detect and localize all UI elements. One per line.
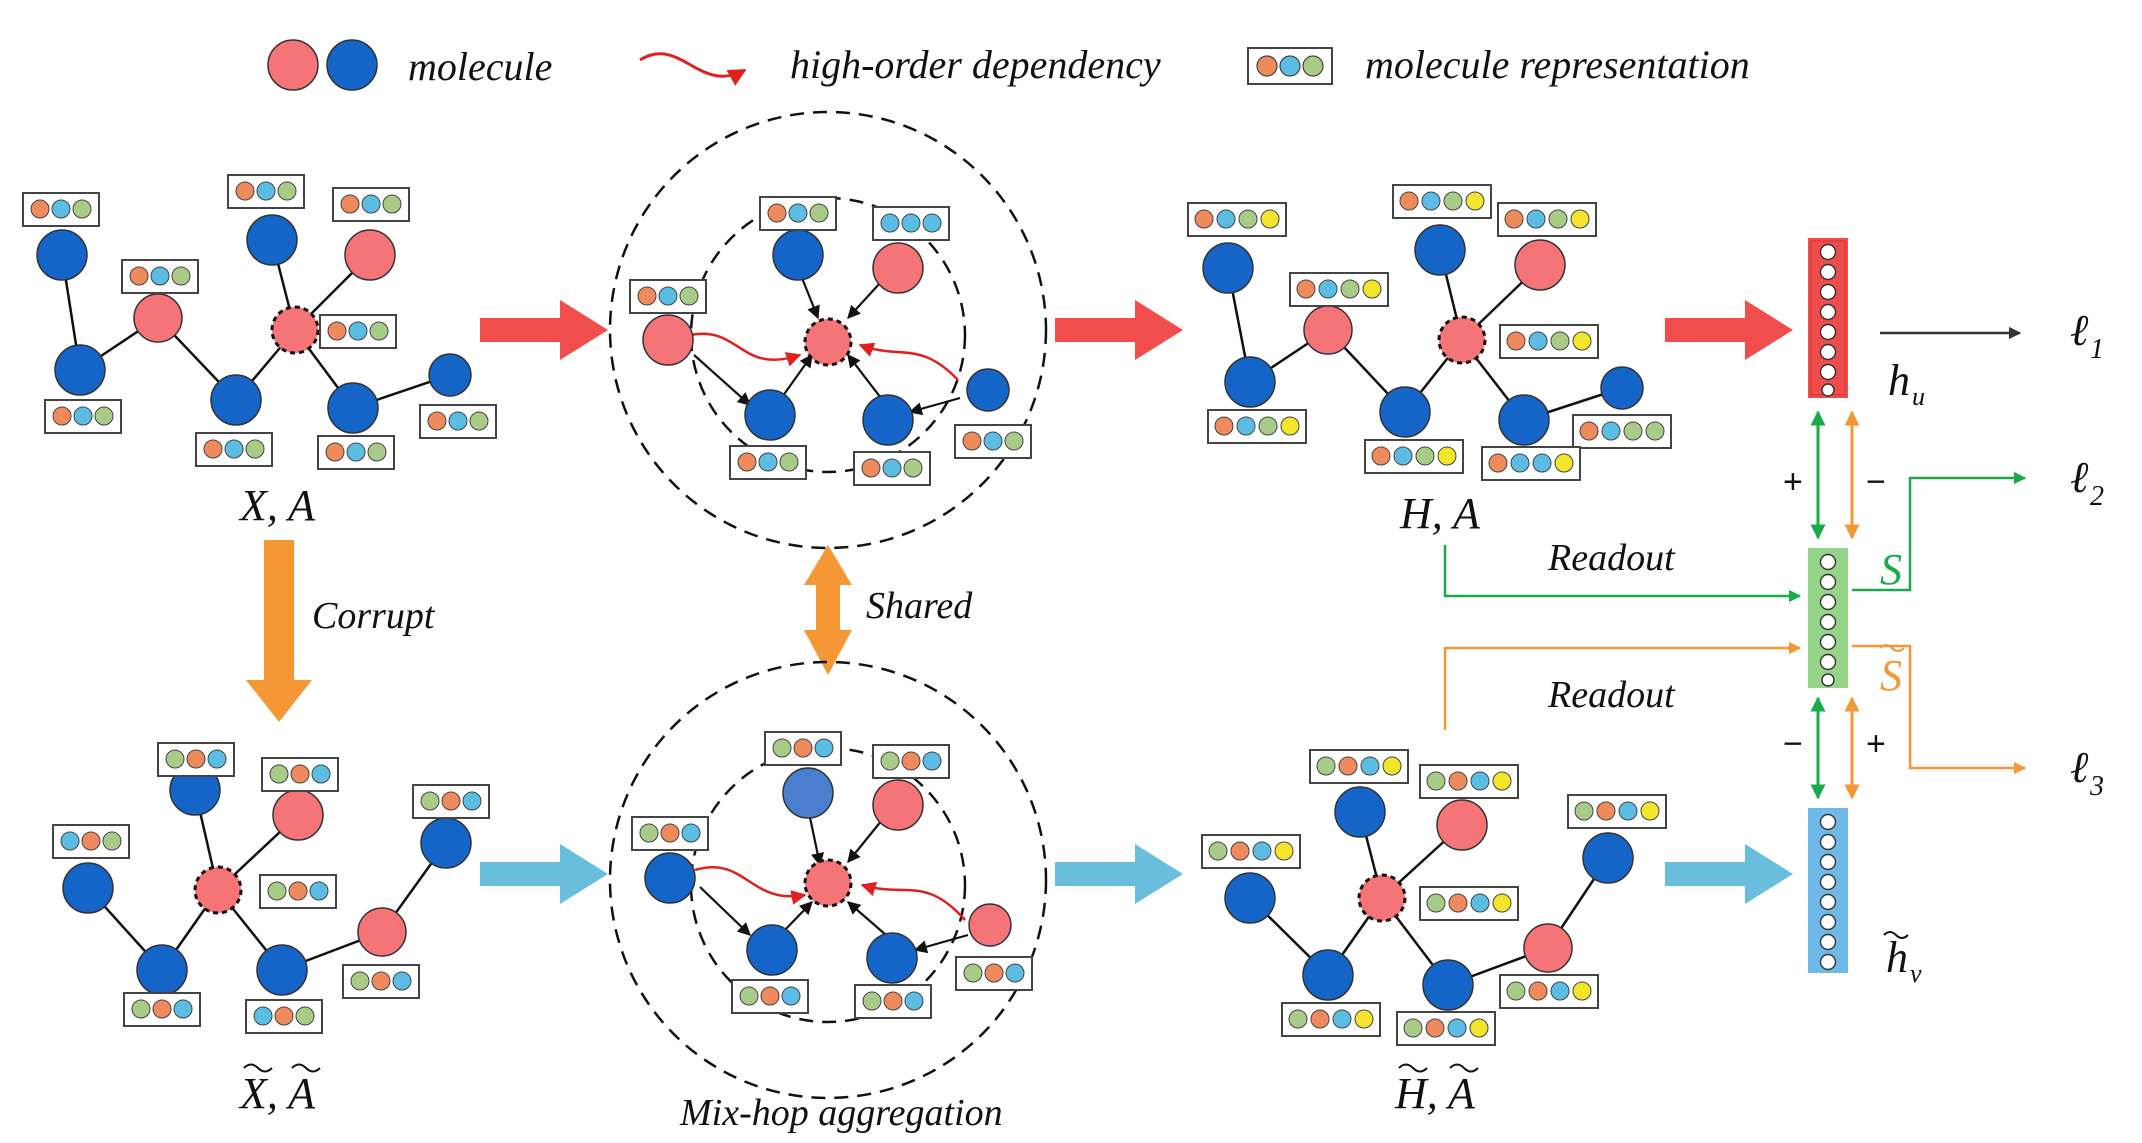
hidden-label: H, A	[1399, 489, 1481, 538]
hu-label: h u	[1888, 356, 1925, 411]
shared-arrow	[804, 545, 852, 675]
red-arrow-1	[480, 300, 608, 360]
cyan-arrow-1	[480, 844, 608, 904]
svg-text:1: 1	[2090, 334, 2104, 365]
svg-text:H, A: H, A	[1394, 1069, 1476, 1118]
legend: molecule high-order dependency molecule …	[267, 39, 1750, 91]
plus-sign-top: +	[1783, 463, 1803, 501]
svg-text:h: h	[1886, 933, 1908, 982]
legend-red-molecule	[267, 39, 319, 91]
gnn-encoder-top	[608, 110, 1048, 550]
corrupt-arrow	[246, 540, 312, 722]
minus-sign-bottom: −	[1783, 725, 1803, 763]
plus-sign-bottom: +	[1866, 725, 1886, 763]
legend-dependency-label: high-order dependency	[790, 42, 1161, 87]
readout-bottom-arrow	[1443, 641, 1802, 730]
svg-text:S: S	[1880, 651, 1902, 700]
node-embedding-hv	[1808, 808, 1848, 973]
mixhop-label: Mix-hop aggregation	[679, 1092, 1003, 1134]
svg-text:u: u	[1912, 382, 1925, 411]
readout-top-label: Readout	[1547, 537, 1676, 579]
readout-top-arrow	[1443, 545, 1802, 603]
svg-text:h: h	[1888, 356, 1910, 405]
svg-text:ℓ: ℓ	[2070, 306, 2089, 355]
cyan-arrow-2	[1055, 844, 1183, 904]
input-label: X, A	[238, 481, 316, 530]
cyan-arrow-3	[1665, 844, 1793, 904]
svg-text:2: 2	[2090, 481, 2104, 512]
corrupted-hidden-label: H, A	[1394, 1063, 1479, 1118]
minus-sign-top: −	[1866, 463, 1886, 501]
svg-text:v: v	[1910, 959, 1922, 988]
loss3-label: ℓ 3	[2070, 743, 2104, 802]
legend-representation-box	[1247, 47, 1333, 85]
corrupt-label: Corrupt	[312, 595, 436, 637]
legend-molecule-label: molecule	[408, 44, 552, 89]
summary-label: S	[1880, 545, 1902, 594]
s-tilde-to-loss3-arrow	[1852, 644, 2027, 775]
hidden-graph	[1187, 184, 1672, 481]
corrupted-hidden-graph	[1201, 749, 1667, 1046]
input-graph	[22, 174, 497, 470]
corrupted-summary-label: S	[1879, 644, 1905, 700]
svg-text:3: 3	[2089, 771, 2104, 802]
svg-text:X, A: X, A	[238, 1069, 316, 1118]
readout-bottom-label: Readout	[1547, 674, 1676, 716]
shared-label: Shared	[866, 585, 973, 627]
svg-text:ℓ: ℓ	[2070, 743, 2089, 792]
legend-blue-molecule	[326, 39, 378, 91]
node-embedding-hu	[1808, 238, 1848, 398]
corrupted-input-label: X, A	[238, 1063, 321, 1118]
svg-text:ℓ: ℓ	[2070, 453, 2089, 502]
red-arrow-2	[1055, 300, 1183, 360]
gnn-encoder-bottom	[608, 660, 1048, 1100]
corrupted-input-graph	[52, 742, 490, 1034]
loss2-label: ℓ 2	[2070, 453, 2104, 512]
summary-vector-s	[1808, 548, 1848, 688]
hv-label: h v	[1883, 931, 1922, 988]
red-arrow-3	[1665, 300, 1793, 360]
legend-dependency-arrow	[639, 52, 747, 86]
loss1-label: ℓ 1	[2070, 306, 2104, 365]
legend-representation-label: molecule representation	[1365, 42, 1750, 87]
s-to-loss2-arrow	[1852, 471, 2027, 592]
